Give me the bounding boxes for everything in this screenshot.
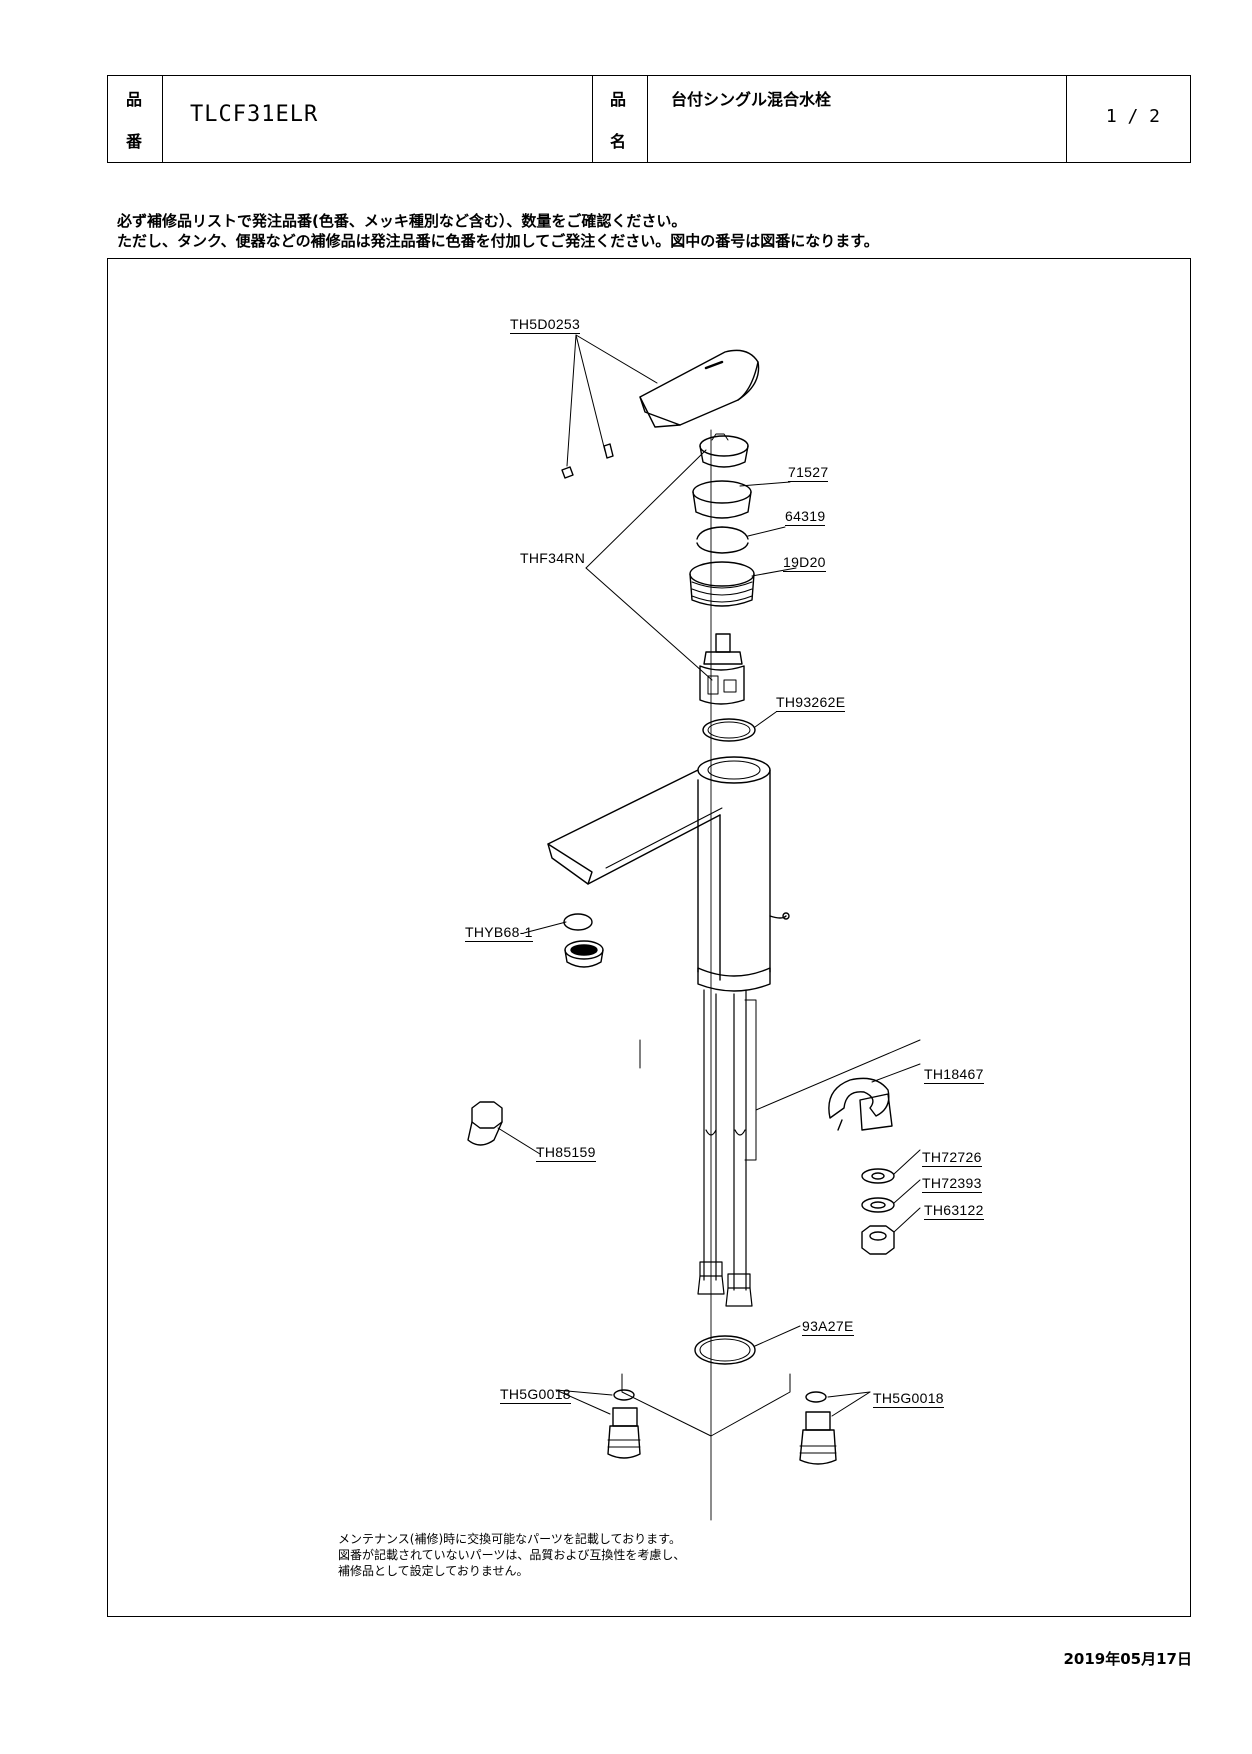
hinmei-label-1: 品 bbox=[610, 90, 627, 109]
leaders-washers bbox=[893, 1149, 921, 1233]
hinban-label-cell: 品 番 bbox=[108, 76, 163, 162]
part-th85159-tool bbox=[467, 1101, 503, 1146]
part-thyb68-1 bbox=[563, 913, 604, 968]
label-71527: 71527 bbox=[788, 464, 829, 482]
label-th72393: TH72393 bbox=[922, 1175, 982, 1193]
part-th63122-nut bbox=[861, 1225, 895, 1255]
leader-th85159 bbox=[497, 1127, 541, 1155]
label-th63122: TH63122 bbox=[924, 1202, 984, 1220]
part-number: TLCF31ELR bbox=[190, 102, 319, 127]
label-93a27e: 93A27E bbox=[802, 1318, 854, 1336]
part-th72726-washer bbox=[861, 1168, 895, 1184]
label-th5g0018-right: TH5G0018 bbox=[873, 1390, 944, 1408]
label-th72726: TH72726 bbox=[922, 1149, 982, 1167]
label-th5g0018-left: TH5G0018 bbox=[500, 1386, 571, 1404]
leader-64319 bbox=[747, 526, 786, 537]
label-th18467: TH18467 bbox=[924, 1066, 984, 1084]
page-number: 1 / 2 bbox=[1105, 106, 1160, 127]
leader-19d20 bbox=[751, 567, 797, 577]
drawing-frame bbox=[107, 258, 1191, 1617]
leader-93a27e bbox=[754, 1325, 801, 1347]
label-th93262e: TH93262E bbox=[776, 694, 846, 712]
hinmei-label-2: 名 bbox=[610, 132, 627, 151]
leader-71527 bbox=[739, 481, 791, 487]
hinban-label-1: 品 bbox=[126, 90, 143, 109]
title-block: 品 番 TLCF31ELR 品 名 台付シングル混合水栓 1 / 2 bbox=[107, 75, 1191, 163]
part-thf34rn-cartridge bbox=[699, 633, 745, 705]
part-th93262e bbox=[702, 718, 756, 742]
assembly-lines bbox=[621, 1039, 791, 1437]
leader-thyb68-1 bbox=[523, 921, 567, 934]
part-71527 bbox=[692, 480, 752, 519]
label-th85159: TH85159 bbox=[536, 1144, 596, 1162]
divider bbox=[592, 76, 593, 162]
part-th72393-washer bbox=[861, 1197, 895, 1213]
part-th5g0018-right bbox=[799, 1391, 837, 1465]
hinmei-label-cell: 品 名 bbox=[592, 76, 648, 162]
leaders-th5g0018 bbox=[555, 1389, 871, 1417]
part-64319 bbox=[696, 526, 749, 554]
part-19d20 bbox=[689, 561, 755, 607]
handle-lever bbox=[639, 349, 760, 428]
faucet-body bbox=[547, 756, 790, 992]
set-screw bbox=[561, 443, 614, 479]
issue-date: 2019年05月17日 bbox=[1063, 1650, 1193, 1668]
order-note-line-1: 必ず補修品リストで発注品番(色番、メッキ種別など含む）、数量をご確認ください。 bbox=[117, 212, 687, 230]
supply-hoses bbox=[697, 989, 757, 1307]
maintenance-note-line-1: メンテナンス(補修)時に交換可能なパーツを記載しております。 bbox=[338, 1532, 681, 1546]
cap-top bbox=[699, 433, 749, 468]
label-thyb68-1: THYB68-1 bbox=[465, 924, 533, 942]
leader-th18467 bbox=[755, 1039, 921, 1111]
label-th5d0253: TH5D0253 bbox=[510, 316, 581, 334]
label-64319: 64319 bbox=[785, 508, 826, 526]
maintenance-note-line-3: 補修品として設定しておりません。 bbox=[338, 1564, 529, 1578]
hinban-label-2: 番 bbox=[126, 132, 143, 151]
leader-th5d0253 bbox=[566, 334, 658, 467]
maintenance-note-line-2: 図番が記載されていないパーツは、品質および互換性を考慮し、 bbox=[338, 1548, 686, 1562]
part-th18467-bracket bbox=[828, 1077, 893, 1131]
product-name-cell bbox=[648, 76, 1067, 162]
order-note-line-2: ただし、タンク、便器などの補修品は発注品番に色番を付加してご発注ください。図中の… bbox=[117, 232, 879, 250]
part-93a27e-ring bbox=[694, 1335, 756, 1365]
product-name: 台付シングル混合水栓 bbox=[671, 90, 832, 109]
part-th5g0018-left bbox=[607, 1389, 641, 1459]
label-19d20: 19D20 bbox=[783, 554, 826, 572]
leader-thf34rn bbox=[585, 449, 713, 681]
leader-th93262e bbox=[754, 711, 777, 728]
label-thf34rn: THF34RN bbox=[520, 550, 586, 566]
